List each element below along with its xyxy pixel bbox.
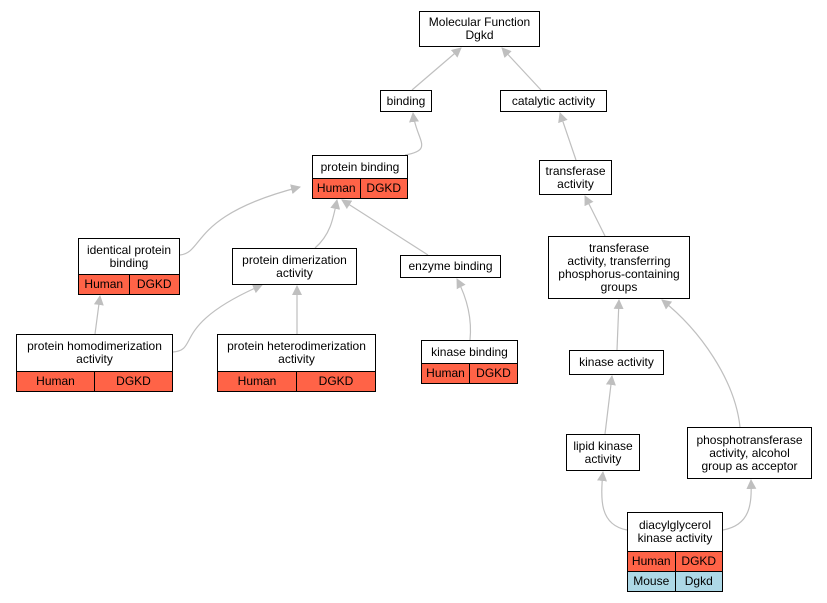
go-term-binding[interactable]: binding xyxy=(380,90,432,112)
edge-identical-to-protein-binding xyxy=(179,184,301,256)
go-term-kinase[interactable]: kinase activity xyxy=(569,350,664,375)
edge-homodim-to-identical xyxy=(93,295,104,335)
go-term-label: transferase activity, transferring phosp… xyxy=(558,240,680,294)
annotation-species: Human xyxy=(316,181,356,195)
edge-enzyme-to-protein-binding xyxy=(341,199,429,256)
go-term-enzyme[interactable]: enzyme binding xyxy=(400,255,501,278)
annotation-species: Human xyxy=(237,374,277,388)
edge-transferase-p-to-transferase xyxy=(584,195,606,237)
go-term-label: binding xyxy=(386,93,426,108)
edge-homodim-to-dimerization xyxy=(172,284,263,353)
annotation-species: Human xyxy=(84,277,124,291)
go-term-label: protein heterodimerization activity xyxy=(227,339,366,366)
go-term-mf[interactable]: Molecular Function Dgkd xyxy=(419,11,540,47)
go-term-label: protein binding xyxy=(320,159,400,174)
go-term-label: phosphotransferase activity, alcohol gro… xyxy=(696,432,803,473)
edge-lipid-kinase-to-kinase xyxy=(604,375,616,435)
annotation-gene[interactable]: DGKD xyxy=(128,275,180,294)
go-term-label: enzyme binding xyxy=(408,259,493,273)
edge-catalytic-to-mf xyxy=(501,47,542,91)
annotation-gene[interactable]: Dgkd xyxy=(674,572,723,591)
annotation-species: Mouse xyxy=(633,574,670,588)
annotation-gene[interactable]: DGKD xyxy=(469,364,517,383)
annotation-species: Human xyxy=(426,366,465,380)
annotation-gene[interactable]: DGKD xyxy=(674,552,723,571)
edge-dag-kinase-to-phosphotransferase xyxy=(722,479,757,531)
go-term-label: kinase binding xyxy=(431,344,508,359)
edge-dimerization-to-protein-binding xyxy=(314,199,341,249)
edge-kinase-to-transferase-p xyxy=(613,299,624,351)
edge-dag-kinase-to-lipid-kinase xyxy=(597,471,628,531)
edge-protein-binding-to-binding xyxy=(404,112,423,156)
annotation-row-human: Human DGKD xyxy=(17,371,172,391)
go-term-label: transferase activity xyxy=(545,163,606,191)
go-term-label: protein homodimerization activity xyxy=(27,339,162,366)
go-term-label: kinase activity xyxy=(579,355,654,369)
go-term-lipid-kinase[interactable]: lipid kinase activity xyxy=(566,434,640,471)
annotation-row-human: Human DGKD xyxy=(422,363,517,383)
edge-phosphotransferase-to-transferase-p xyxy=(661,299,741,428)
go-term-label: protein dimerization activity xyxy=(242,252,347,280)
annotation-species: Human xyxy=(631,554,671,568)
edge-binding-to-mf xyxy=(411,47,462,91)
annotation-row-mouse: Mouse Dgkd xyxy=(628,571,722,591)
go-term-label: lipid kinase activity xyxy=(573,438,633,466)
go-term-transferase-p[interactable]: transferase activity, transferring phosp… xyxy=(548,236,690,299)
annotation-species: Human xyxy=(36,374,75,388)
annotation-row-human: Human DGKD xyxy=(218,371,375,391)
edge-transferase-to-catalytic xyxy=(558,112,577,161)
annotation-row-human: Human DGKD xyxy=(79,274,179,294)
edge-kinase-binding-to-enzyme xyxy=(456,278,472,341)
go-term-transferase[interactable]: transferase activity xyxy=(539,160,612,195)
go-term-phosphotransferase[interactable]: phosphotransferase activity, alcohol gro… xyxy=(687,427,812,479)
go-term-label: catalytic activity xyxy=(511,93,596,108)
go-term-label: identical protein binding xyxy=(86,242,172,270)
go-term-catalytic[interactable]: catalytic activity xyxy=(500,90,607,112)
annotation-gene[interactable]: DGKD xyxy=(94,372,172,391)
annotation-gene[interactable]: DGKD xyxy=(359,179,408,198)
go-term-dimerization[interactable]: protein dimerization activity xyxy=(232,248,357,285)
go-term-label: Molecular Function Dgkd xyxy=(428,15,531,42)
annotation-gene[interactable]: DGKD xyxy=(296,372,375,391)
go-term-label: diacylglycerol kinase activity xyxy=(637,518,713,545)
